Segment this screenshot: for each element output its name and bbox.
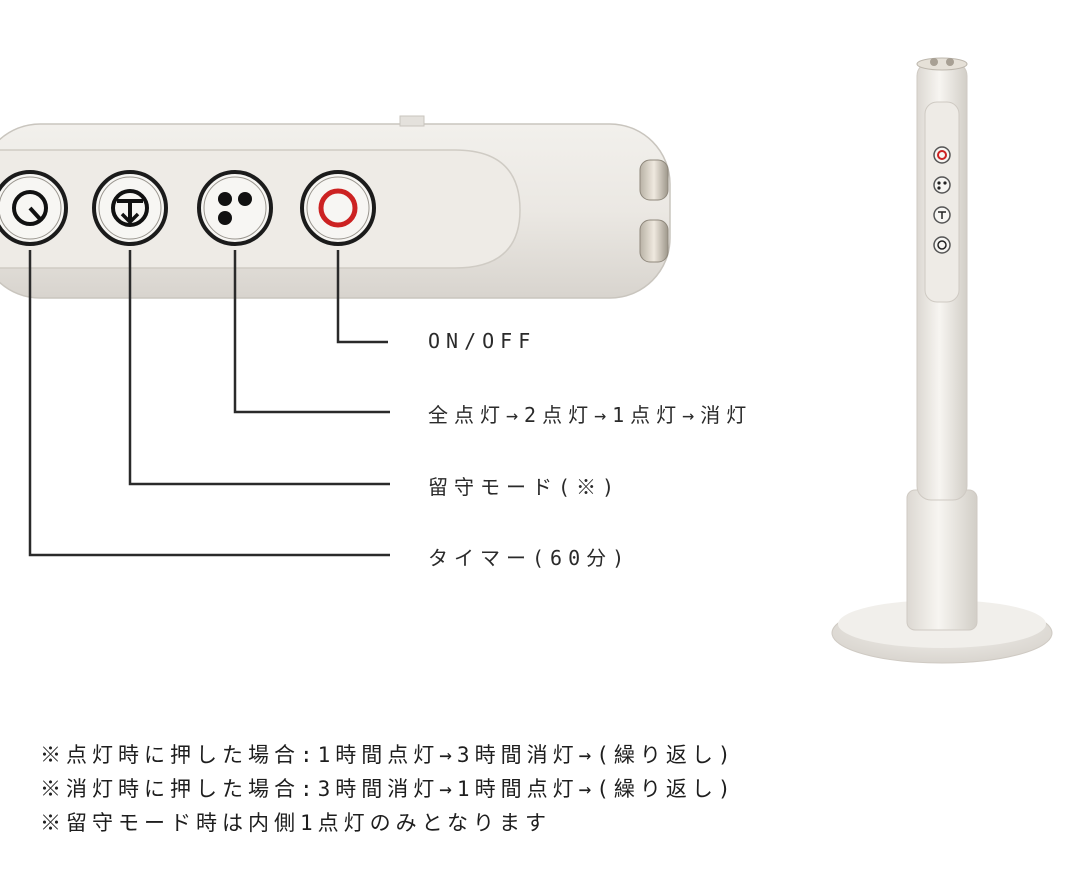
power-ring-icon [318, 188, 358, 228]
light-cycle-button[interactable] [197, 170, 273, 246]
footnotes: ※点灯時に押した場合:1時間点灯→3時間消灯→(繰り返し) ※消灯時に押した場合… [40, 738, 736, 840]
three-dots-icon [218, 192, 252, 225]
mini-timer-button [933, 236, 951, 254]
mini-power-button [933, 146, 951, 164]
away-mode-icon [111, 189, 149, 227]
contact-cap-top [639, 159, 669, 201]
timer-button[interactable] [0, 170, 68, 246]
label-away-mode: 留守モード(※) [428, 475, 621, 499]
leader-lines [28, 250, 390, 557]
label-light-cycle: 全点灯→2点灯→1点灯→消灯 [428, 403, 753, 427]
label-timer: タイマー(60分) [428, 546, 631, 570]
away-mode-button[interactable] [92, 170, 168, 246]
timer-icon [12, 190, 48, 226]
power-button[interactable] [300, 170, 376, 246]
label-power: ON/OFF [428, 329, 537, 353]
footnote: ※留守モード時は内側1点灯のみとなります [40, 811, 552, 835]
footnote: ※消灯時に押した場合:3時間消灯→1時間点灯→(繰り返し) [40, 777, 736, 801]
stand-product [831, 57, 1053, 664]
footnote: ※点灯時に押した場合:1時間点灯→3時間消灯→(繰り返し) [40, 743, 736, 767]
mini-light-button [933, 176, 951, 194]
contact-cap-bottom [639, 219, 669, 263]
